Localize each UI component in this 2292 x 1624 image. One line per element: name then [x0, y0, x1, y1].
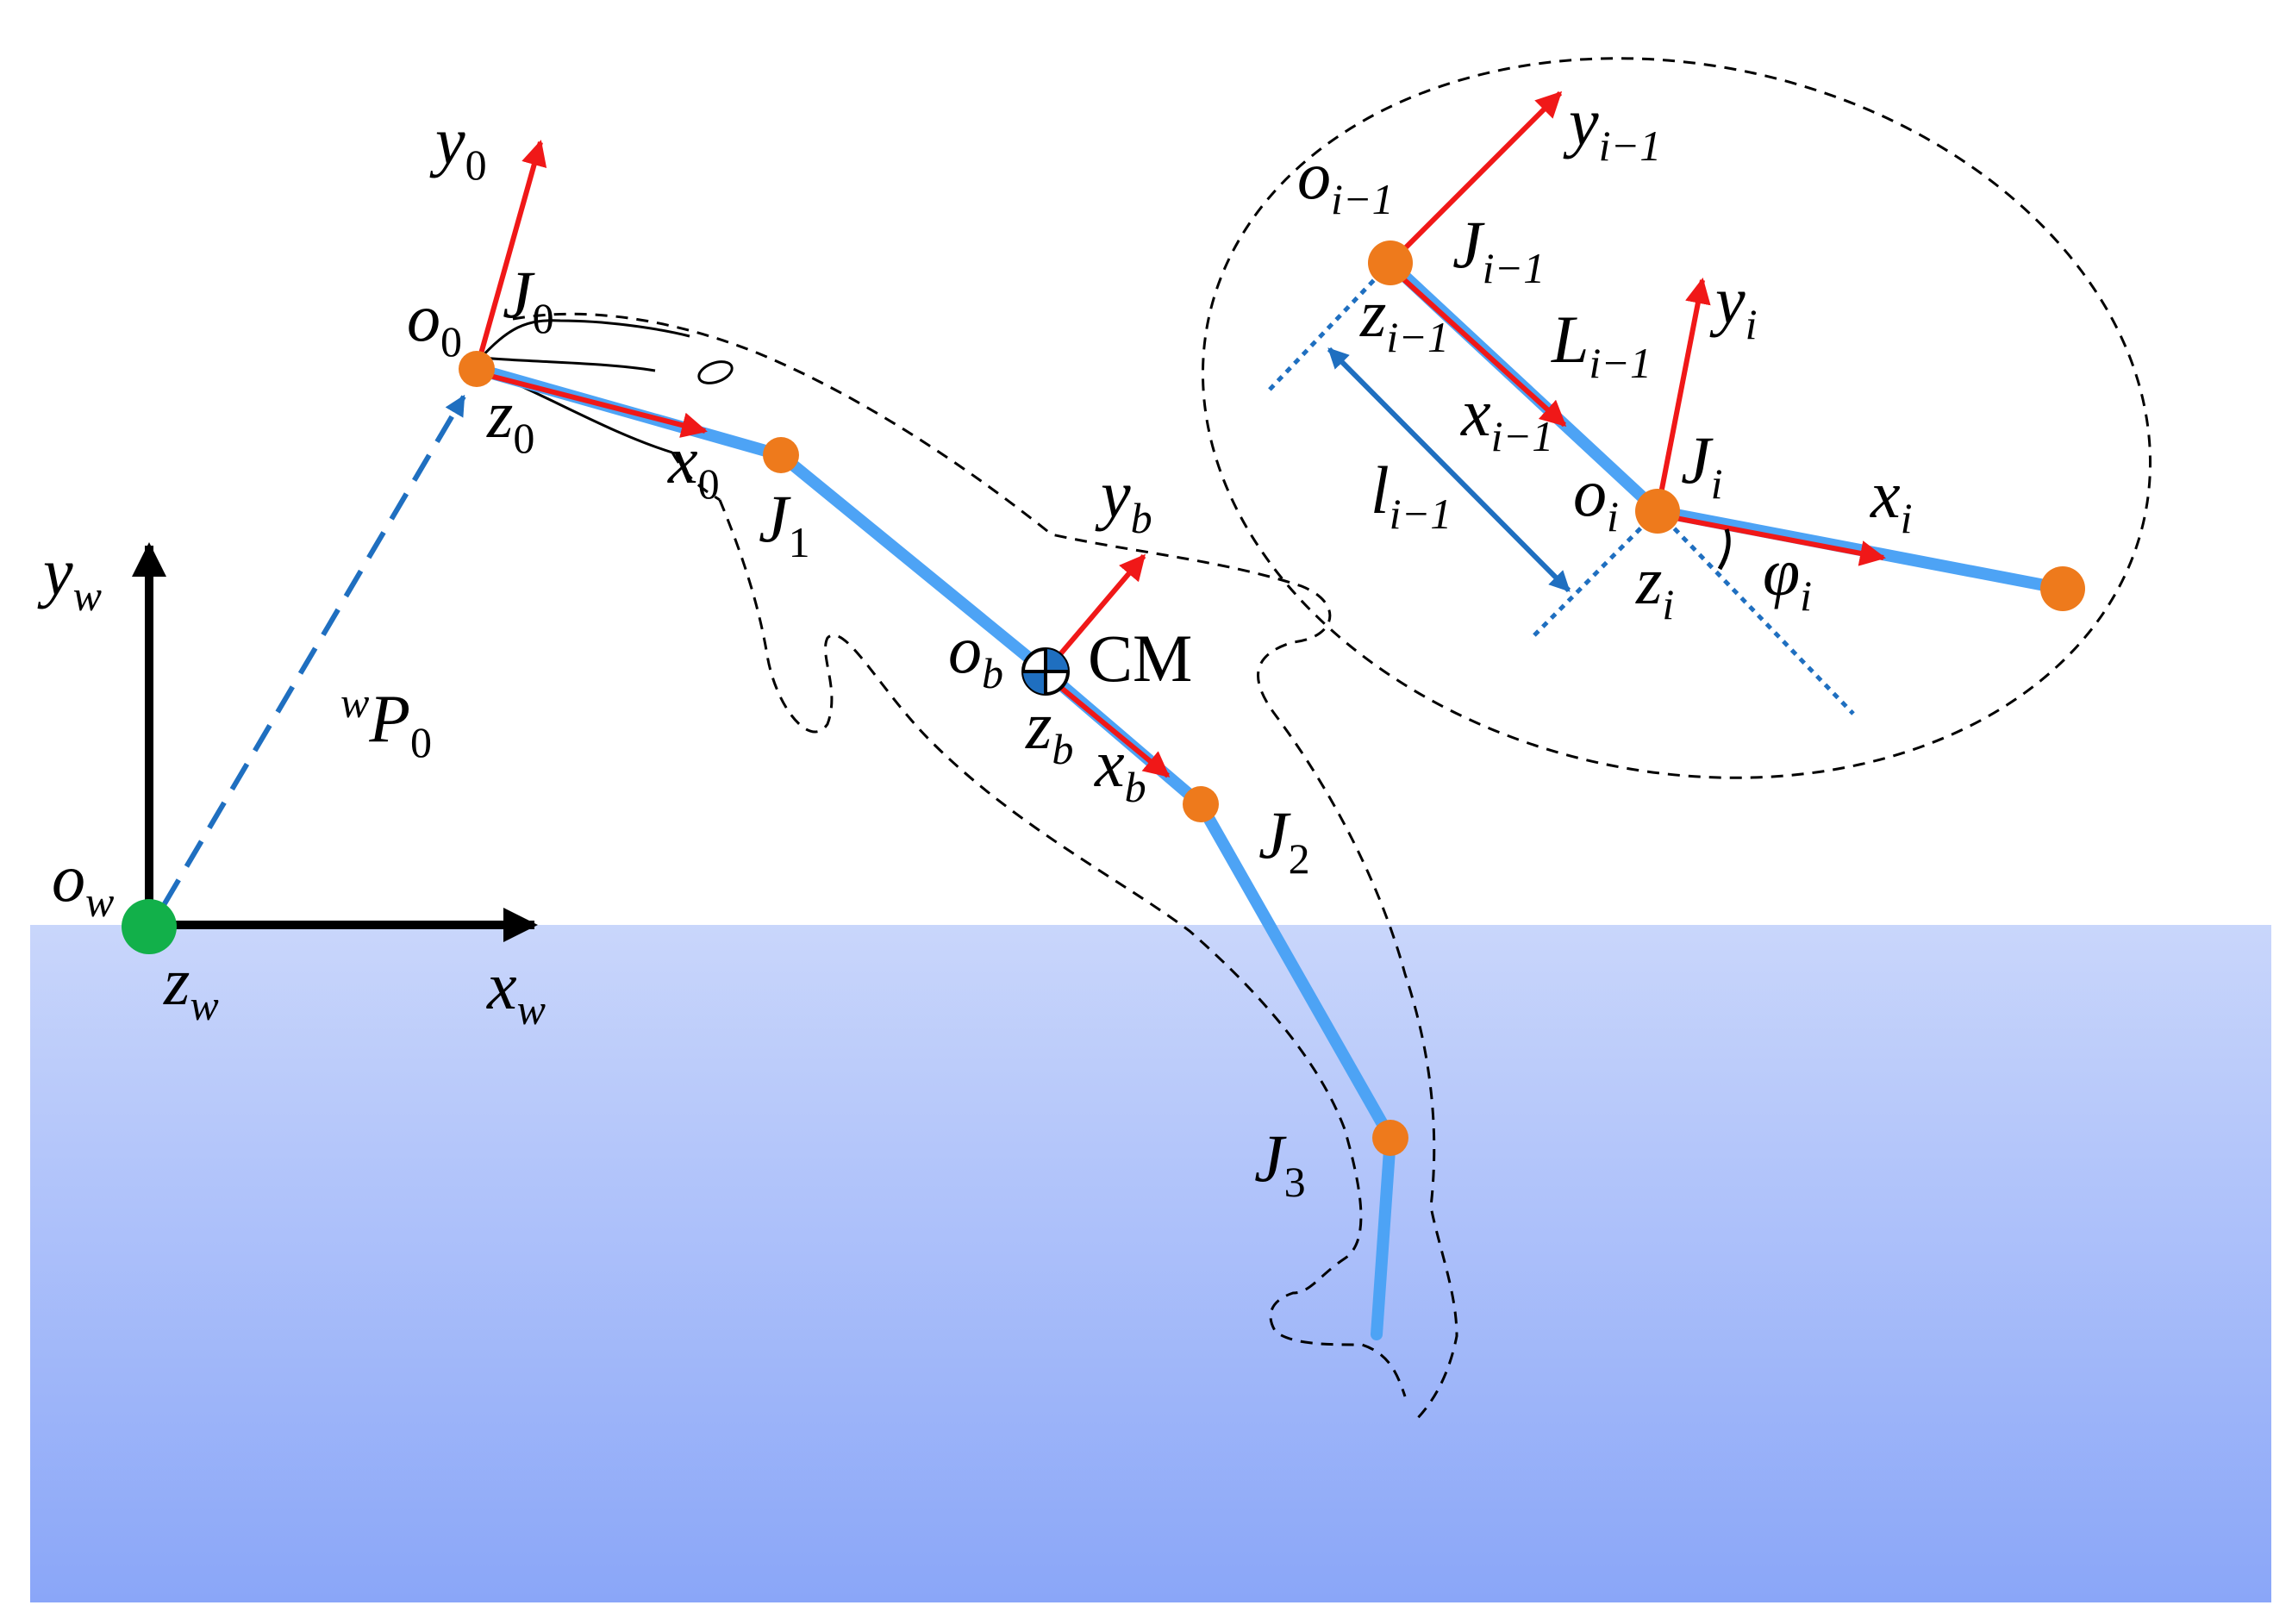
label-o-0: o0: [407, 280, 462, 365]
inset-x-prev-axis: [1388, 265, 1567, 428]
label-o-b: ob: [948, 612, 1003, 697]
label-x-0: x0: [667, 422, 720, 508]
position-vector: [161, 394, 466, 907]
label-J-1: J1: [759, 481, 810, 566]
frame-0: [474, 140, 708, 438]
joint-0: [459, 351, 495, 387]
label-l-prev: li−1: [1371, 453, 1452, 538]
label-x-i: xi: [1870, 457, 1913, 542]
label-z-i: zi: [1635, 543, 1674, 628]
label-z-w: zw: [163, 944, 219, 1029]
label-J-2: J2: [1258, 797, 1310, 883]
label-y-w: yw: [37, 534, 102, 620]
label-x-b: xb: [1094, 726, 1146, 811]
inset-y-prev-axis: [1388, 91, 1563, 265]
label-z-0: z0: [486, 377, 534, 462]
inset-detail: [1201, 57, 2152, 779]
frame0-y-axis: [474, 140, 547, 370]
frame0-x-axis: [476, 370, 708, 438]
label-o-i: oi: [1573, 455, 1619, 540]
inset-boundary: [1201, 57, 2152, 779]
label-position-vector: wP0: [340, 678, 432, 766]
label-x-w: xw: [486, 948, 546, 1034]
dolphin-joints: [459, 351, 1408, 1156]
label-y-0: y0: [429, 103, 487, 189]
joint-2: [1183, 786, 1219, 822]
label-J-i: Ji: [1681, 422, 1723, 508]
length-arrow: [1327, 347, 1571, 593]
dolphin-outline: [512, 312, 1458, 1424]
label-cm: CM: [1088, 621, 1192, 696]
joint-3: [1372, 1120, 1408, 1156]
label-L-prev: Li−1: [1551, 302, 1652, 387]
label-phi-i: φi: [1763, 534, 1812, 620]
label-o-w: ow: [52, 840, 114, 926]
angle-arc: [1717, 528, 1731, 571]
label-z-prev: zi−1: [1359, 276, 1449, 361]
body-x-axis: [1044, 672, 1171, 778]
label-y-i: yi: [1709, 263, 1758, 348]
water-region: [30, 925, 2271, 1602]
world-frame: [122, 394, 538, 954]
inset-y-i-axis: [1655, 278, 1711, 512]
label-J-prev: Ji−1: [1452, 207, 1545, 292]
center-of-mass-symbol: [1021, 647, 1070, 696]
body-y-axis: [1043, 553, 1146, 673]
world-origin-dot: [122, 899, 177, 954]
label-o-prev: oi−1: [1297, 138, 1394, 223]
dolphin-eye: [697, 360, 734, 384]
inset-x-i-axis: [1657, 512, 1886, 566]
joint-1: [763, 437, 799, 473]
label-J-3: J3: [1254, 1121, 1306, 1206]
label-y-prev: yi−1: [1563, 84, 1661, 170]
body-frame: [1043, 553, 1171, 778]
label-x-prev: xi−1: [1460, 375, 1553, 460]
label-J-0: J0: [503, 257, 554, 342]
label-y-b: yb: [1095, 457, 1152, 542]
label-z-b: zb: [1025, 688, 1073, 773]
